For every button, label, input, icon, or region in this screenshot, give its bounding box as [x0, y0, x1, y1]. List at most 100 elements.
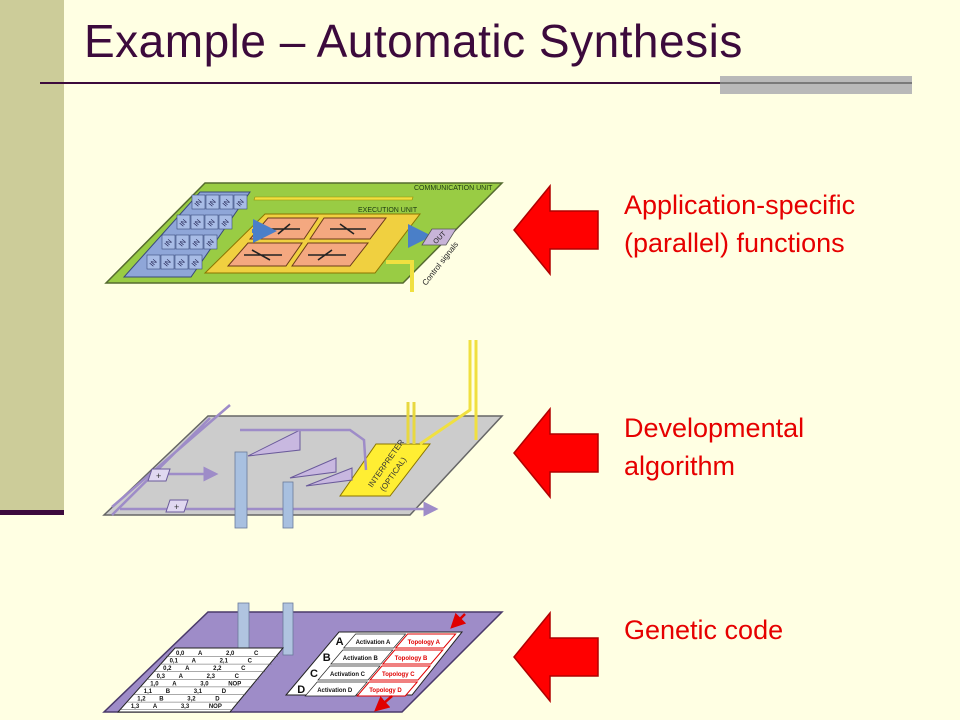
- input-cell-label: IN: [178, 238, 188, 248]
- left-accent-underline: [0, 510, 64, 515]
- adder-symbol-2: +: [174, 502, 179, 512]
- input-cell: [160, 254, 175, 270]
- topology-cell: [394, 633, 457, 649]
- adder-symbol-1: +: [156, 471, 161, 481]
- encoding-cell: 3,2: [187, 697, 196, 703]
- input-cell: [203, 234, 218, 250]
- gene-activation: Activation C: [330, 672, 366, 678]
- input-cell-label: IN: [164, 238, 174, 248]
- encoding-cell: 1,3: [131, 704, 140, 710]
- input-cell: [175, 234, 190, 250]
- input-cell-label: IN: [177, 258, 187, 268]
- input-cell-label: IN: [206, 238, 216, 248]
- input-cell: [176, 214, 191, 230]
- encoding-cell: A: [179, 674, 184, 680]
- input-cell-label: IN: [149, 258, 159, 268]
- input-cell: [205, 194, 220, 210]
- topology-cell: [356, 681, 419, 697]
- encoding-cell: 0,3: [157, 674, 166, 680]
- topology-cell: [381, 649, 444, 665]
- input-cell: [190, 214, 205, 230]
- input-cell-label: IN: [179, 218, 189, 228]
- gene-activation: Activation D: [317, 688, 353, 694]
- encoding-cell: 0,2: [163, 666, 172, 672]
- encoding-cell: NOP: [209, 704, 222, 710]
- control-signal-line: [386, 260, 414, 292]
- title-underline-block-line: [720, 82, 912, 84]
- encoding-cell: A: [185, 666, 190, 672]
- gene-topology: Topology B: [395, 656, 428, 662]
- input-cell-label: IN: [222, 198, 232, 208]
- input-cell-label: IN: [192, 238, 202, 248]
- activation-cell: [317, 665, 381, 681]
- encoding-cell: C: [241, 666, 246, 672]
- gene-topology: Topology D: [369, 688, 402, 694]
- encoding-cell: D: [222, 689, 227, 695]
- processing-elements: [120, 428, 439, 517]
- input-cell-label: IN: [207, 218, 217, 228]
- developmental-layer: INTERPRETER (OPTICAL) + +: [102, 340, 504, 529]
- red-arrow-genetic: [513, 610, 599, 704]
- encoding-cell: 1,0: [150, 681, 159, 687]
- genetic-link-pillar-2: [282, 602, 294, 656]
- input-cell: [219, 194, 234, 210]
- input-cell: [233, 194, 248, 210]
- gene-topology: Topology C: [382, 672, 415, 678]
- encoding-cell: 3,1: [194, 689, 203, 695]
- title-underline-block: [720, 76, 912, 94]
- encoding-cell: A: [172, 681, 177, 687]
- layer-pointer-arrows: [513, 183, 599, 704]
- input-cell: [204, 214, 219, 230]
- label-developmental-algorithm: Developmental algorithm: [624, 413, 805, 481]
- gene-activation: Activation B: [343, 656, 379, 662]
- input-cell: [174, 254, 189, 270]
- red-arrow-application: [513, 183, 599, 277]
- encoding-cell: 2,2: [213, 666, 222, 672]
- input-cell: [188, 254, 203, 270]
- input-cell: [161, 234, 176, 250]
- input-cell: [146, 254, 161, 270]
- out-port: [421, 228, 457, 246]
- encoding-cell: A: [192, 659, 197, 665]
- input-cell: [189, 234, 204, 250]
- feedback-lines: [111, 404, 231, 516]
- execution-unit-label: EXECUTION UNIT: [358, 207, 418, 214]
- input-cell-label: IN: [236, 198, 246, 208]
- encoding-cell: 3,3: [181, 704, 190, 710]
- input-cell-label: IN: [191, 258, 201, 268]
- genetic-link-pillar-1: [237, 602, 250, 656]
- encoding-cell: C: [248, 659, 253, 665]
- encoding-cell: 0,1: [170, 659, 179, 665]
- label-application-functions: Application-specific (parallel) function…: [624, 190, 856, 258]
- encoding-cell: 2,0: [226, 651, 235, 657]
- gene-link-pillar-2: [282, 481, 294, 529]
- encoding-cell: B: [166, 689, 171, 695]
- encoding-cell: 2,3: [207, 674, 216, 680]
- encoding-cell: C: [254, 651, 259, 657]
- gene-link-pillar-1: [234, 451, 248, 529]
- gene-letter: C: [310, 668, 318, 680]
- gene-exit-arrow: [374, 695, 393, 712]
- input-cell-label: IN: [208, 198, 218, 208]
- input-cell: [218, 214, 233, 230]
- gene-letter: B: [323, 652, 331, 664]
- input-cell-label: IN: [194, 198, 204, 208]
- interpreter-control-bus: [419, 340, 478, 446]
- encoding-cell: 1,1: [144, 689, 153, 695]
- execution-unit-blocks: [226, 217, 388, 267]
- encoding-cell: B: [159, 697, 164, 703]
- encoding-cell: NOP: [228, 681, 241, 687]
- input-cell-label: IN: [221, 218, 231, 228]
- encoding-cell: 0,0: [176, 651, 185, 657]
- title-underline: [40, 82, 720, 84]
- topology-cell: [368, 665, 432, 681]
- gene-entry-arrow: [450, 612, 467, 629]
- label-genetic-code: Genetic code: [624, 615, 784, 645]
